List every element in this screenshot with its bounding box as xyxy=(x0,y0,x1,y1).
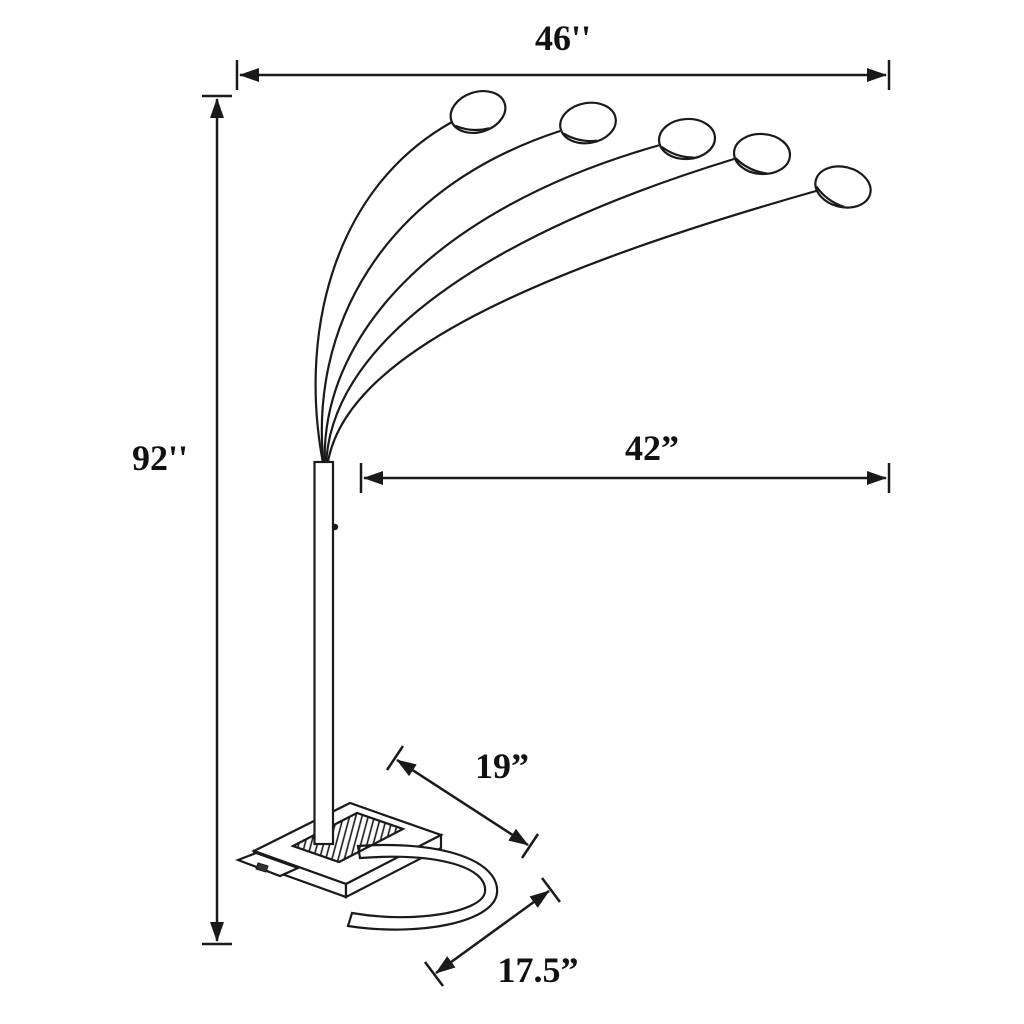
lamp-head-3-rim xyxy=(660,145,695,159)
lamp-head-2-shade xyxy=(559,101,617,145)
base-left-plate xyxy=(234,851,301,878)
lamp-arm-3 xyxy=(323,143,661,469)
lamp-arm-5 xyxy=(325,189,817,469)
lamp-arms xyxy=(314,121,817,469)
lamp-head-1-rim xyxy=(454,124,490,132)
dim-base-length: 19” xyxy=(385,745,540,859)
lamp-switch-dot xyxy=(331,523,339,531)
lamp-pole xyxy=(313,460,335,846)
dim-base-depth: 17.5” xyxy=(424,877,579,990)
lamp-head-2 xyxy=(559,101,617,145)
dim-base-depth-tick-end xyxy=(541,877,561,903)
dim-base-length-tick-start xyxy=(385,745,405,771)
lamp-head-5 xyxy=(814,165,872,209)
dim-overall-width: 46'' xyxy=(235,18,891,90)
dim-overall-width-label: 46'' xyxy=(535,18,591,58)
lamp-arm-1 xyxy=(314,121,453,469)
lamp-head-4-rim xyxy=(734,157,767,175)
lamp-head-1-shade xyxy=(449,90,507,134)
lamp-drawing xyxy=(234,90,872,931)
lamp-base xyxy=(234,801,499,931)
dim-base-length-line xyxy=(396,758,529,847)
dim-base-depth-line xyxy=(435,889,550,975)
lamp-head-3 xyxy=(657,117,717,161)
dim-base-depth-label: 17.5” xyxy=(498,950,579,990)
lamp-head-5-shade xyxy=(814,165,872,209)
dim-base-length-label: 19” xyxy=(475,746,529,786)
dim-base-length-tick-end xyxy=(520,833,540,859)
dim-base-depth-tick-start xyxy=(424,961,444,987)
lamp-head-4-shade xyxy=(732,132,792,176)
lamp-arm-4 xyxy=(324,157,735,469)
lamp-head-4 xyxy=(732,132,792,176)
dim-arm-reach-label: 42” xyxy=(625,428,679,468)
base-left-plate-hole xyxy=(255,862,269,873)
dim-arm-reach: 42” xyxy=(359,428,891,493)
lamp-arm-2 xyxy=(320,129,561,469)
lamp-head-3-shade xyxy=(657,117,717,161)
dim-overall-height-label: 92'' xyxy=(132,438,188,478)
lamp-head-5-rim xyxy=(815,185,845,208)
lamp-heads xyxy=(449,90,872,209)
dim-overall-height: 92'' xyxy=(132,94,232,946)
base-foot-loop xyxy=(346,843,499,931)
lamp-head-2-rim xyxy=(562,132,598,143)
lamp-head-1 xyxy=(449,90,507,134)
